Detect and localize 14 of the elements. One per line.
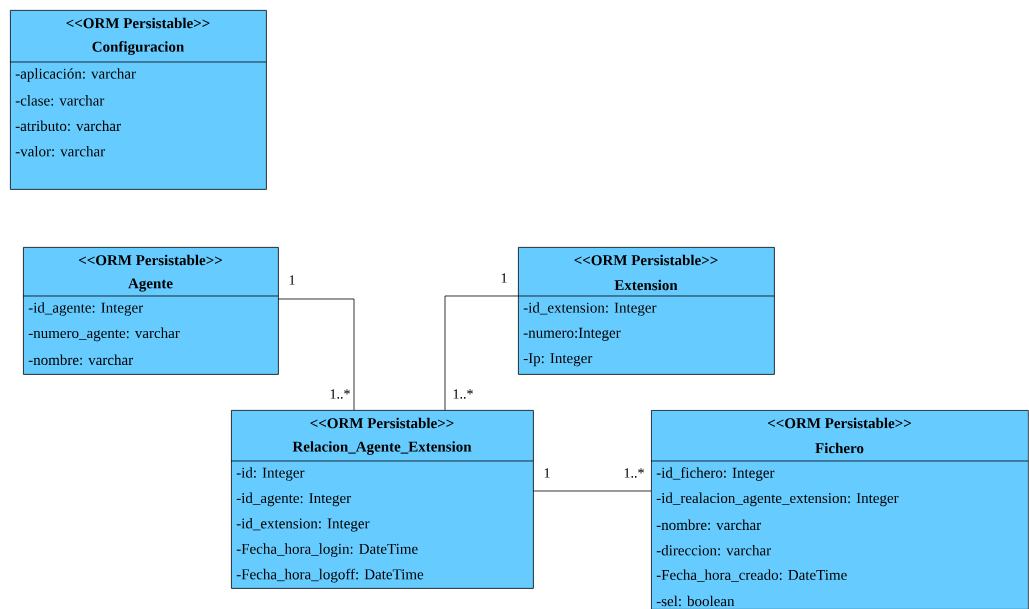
multiplicity-label: 1..* — [330, 389, 350, 399]
multiplicity-label: 1 — [289, 275, 295, 285]
class-box: <<ORM Persistable>> Agente -id_agente: Integer -numero_agente: varchar -nombre: varchar — [22, 247, 279, 375]
multiplicity-label: 1 — [501, 273, 507, 283]
multiplicity-label: 1..* — [624, 468, 644, 478]
association-line — [444, 295, 519, 411]
multiplicity-label: 1 — [544, 468, 550, 478]
class-box: <<ORM Persistable>> Fichero -id_fichero: Integer -id_realacion_agente_extension: Integer -nombre: varchar -direccion: varchar -Fecha_hora_creado: DateTime -sel: boolean — [650, 410, 1029, 609]
association-line — [277, 298, 355, 411]
class-box: <<ORM Persistable>> Relacion_Agente_Extension -id: Integer -id_agente: Integer -id_extension: Integer -Fecha_hora_login: DateTime -Fecha_hora_logoff: DateTime — [230, 410, 534, 589]
multiplicity-label: 1..* — [453, 389, 473, 399]
class-box: <<ORM Persistable>> Configuracion -aplicación: varchar -clase: varchar -atributo: varchar -valor: varchar — [9, 10, 267, 190]
class-box: <<ORM Persistable>> Extension -id_extension: Integer -numero:Integer -Ip: Integer — [517, 247, 775, 375]
association-line — [532, 490, 652, 492]
